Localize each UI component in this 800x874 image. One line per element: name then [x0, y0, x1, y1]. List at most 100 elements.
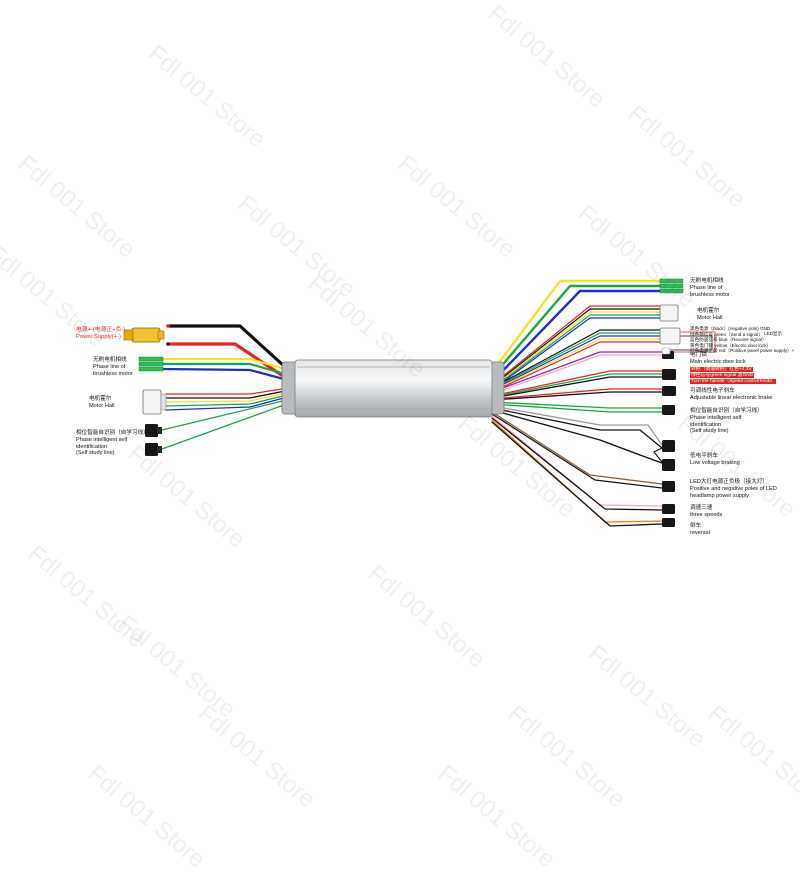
wiring-diagram	[123, 278, 716, 527]
led-display-connector-icon	[661, 347, 671, 355]
wire	[165, 390, 296, 403]
rev-en: reversal	[690, 529, 710, 536]
wire	[491, 403, 663, 413]
wire	[669, 335, 713, 351]
phase-right-cn: 无刷电机相线	[690, 278, 724, 284]
reversal-label: 倒车 reversal	[690, 523, 710, 537]
lock-line5: 红色电源正极 red（Positive panel power supply）+	[690, 348, 795, 354]
wire	[490, 284, 662, 379]
hall-left-en: Motor Hall	[89, 402, 115, 409]
wire	[491, 338, 661, 392]
wire	[491, 370, 663, 397]
power-supply-en: Power Supply(+-)	[76, 333, 121, 340]
self-right-en3: (Self study line)	[690, 428, 729, 435]
hall-right-en: Motor Hall	[697, 314, 723, 321]
wire	[491, 421, 663, 527]
left-wire-bundle	[161, 324, 297, 450]
self-left-en3: (Self study line)	[76, 450, 115, 457]
hall-connector-icon	[659, 304, 679, 322]
wire	[161, 362, 297, 379]
wire	[491, 411, 663, 485]
phase-connector-icon	[659, 278, 684, 294]
lock-line3: 蓝色防盗信号 blue（Receive signal）	[690, 337, 767, 343]
wire	[161, 397, 296, 431]
wire	[161, 400, 296, 450]
wire	[491, 311, 661, 388]
wire	[161, 367, 297, 384]
phase-left-en1: Phase line of	[93, 363, 126, 370]
adjustable-brake-label: 可调线性电子刹车 Adjustable linear electronic br…	[690, 388, 772, 402]
phase-connector-icon	[138, 356, 164, 372]
wire	[165, 392, 296, 407]
hall-connector-icon	[659, 327, 681, 345]
wire	[491, 354, 663, 395]
sm-plug-icon	[662, 351, 676, 527]
phase-right-en1: Phase line of	[690, 284, 723, 291]
phase-left-cn: 无刷电机相线	[93, 357, 127, 363]
wire	[491, 419, 663, 523]
self-right-cn: 相位智能自识别（自学习线）	[690, 408, 763, 414]
self-left-en1: Phase intelligent self	[76, 436, 128, 443]
phase-right-en2: brushless motor	[690, 291, 730, 298]
wire	[165, 394, 296, 411]
throttle-line3: Turn the handle（Speed control knob）	[690, 378, 777, 384]
hall-left-cn: 电机霍尔	[89, 396, 112, 402]
self-right-en2: identification	[690, 421, 722, 428]
throttle-line1: 转把（调速转把）红色+4.3V	[690, 367, 753, 372]
wire	[491, 405, 663, 446]
led-display-text: LED显示	[764, 331, 783, 336]
lock-en: Main electric door lock	[690, 358, 746, 365]
wire	[165, 388, 296, 399]
wire	[491, 351, 663, 393]
wire	[491, 305, 661, 386]
self-left-en2: identification	[76, 443, 108, 450]
door-lock-wires-label: 黑色电源（black）(negative pole) GND 绿色锁信号 gre…	[690, 326, 794, 354]
wire	[491, 388, 663, 400]
brake-adj-cn: 可调线性电子刹车	[690, 388, 735, 394]
main-lock-label: 电门锁 Main electric door lock	[690, 352, 746, 366]
wire	[653, 447, 663, 463]
low-voltage-brake-label: 低电平刹车 Low voltage braking	[690, 453, 740, 467]
lock-line2: 绿色锁信号 green（Send a signal）	[690, 331, 764, 337]
wire	[491, 317, 661, 391]
wire	[491, 401, 663, 409]
self-right-en1: Phase intelligent self	[690, 414, 742, 421]
wire	[490, 289, 662, 384]
hall-right-cn: 电机霍尔	[697, 308, 720, 314]
wire	[491, 335, 661, 391]
low-brake-cn: 低电平刹车	[690, 453, 718, 459]
hall-right-label: 电机霍尔 Motor Hall	[697, 308, 723, 322]
phase-right-label: 无刷电机相线 Phase line of brushless motor	[690, 278, 730, 298]
power-supply-label: 电源+-(电源正+负-) Power Supply(+-)	[76, 327, 125, 341]
wire	[491, 417, 663, 511]
wire	[491, 314, 661, 390]
wire	[165, 386, 296, 395]
xt60-connector-icon	[123, 324, 170, 346]
led-head-en2: headlamp power supply	[690, 492, 750, 499]
hall-left-label: 电机霍尔 Motor Hall	[89, 396, 115, 410]
sm-plug-icon	[145, 424, 162, 456]
three-cn: 调速三速	[690, 505, 713, 511]
wire	[491, 332, 661, 390]
self-study-left-label: 相位智能自识别（自学习线） Phase intelligent self ide…	[76, 430, 149, 457]
led-headlamp-label: LED大灯电源正负极（接大灯） Positive and negative po…	[690, 479, 777, 499]
wire	[161, 357, 297, 374]
led-head-en1: Positive and negative poles of LED	[690, 485, 777, 492]
wire	[491, 409, 663, 464]
wire	[490, 279, 662, 374]
phase-left-en2: brushless motor	[93, 370, 133, 377]
power-supply-cn: 电源+-(电源正+负-)	[76, 327, 126, 333]
controller-body	[281, 359, 505, 418]
wire	[491, 391, 663, 401]
wire	[491, 373, 663, 398]
wire	[491, 341, 661, 393]
low-brake-en: Low voltage braking	[690, 459, 740, 466]
throttle-label: 转把（调速转把）红色+4.3V 绿色信号green signal 黑GND Tu…	[690, 367, 777, 385]
wire	[491, 308, 661, 387]
wire	[491, 329, 661, 389]
self-left-cn: 相位智能自识别（自学习线）	[76, 430, 149, 436]
lock-cn: 电门锁	[690, 352, 707, 358]
lock-line1: 黑色电源（black）(negative pole) GND	[690, 326, 771, 331]
throttle-line2: 绿色信号green signal 黑GND	[690, 372, 755, 378]
phase-left-label: 无刷电机相线 Phase line of brushless motor	[93, 357, 133, 377]
